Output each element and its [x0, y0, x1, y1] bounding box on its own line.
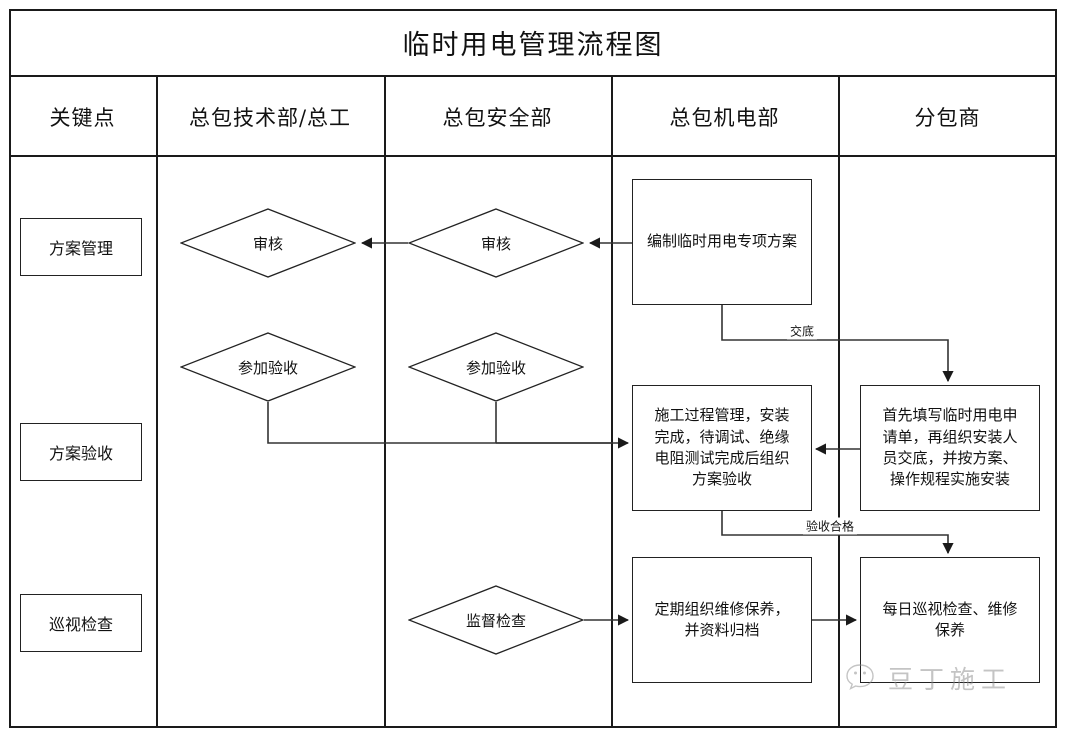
process-line: 定期组织维修保养， [654, 599, 790, 618]
column-header-mep-dept: 总包机电部 [669, 106, 780, 130]
process-line: 操作规程实施安装 [889, 470, 1010, 489]
decision-review-tech[interactable]: 审核 [180, 208, 356, 278]
decision-review-safety[interactable]: 审核 [408, 208, 584, 278]
process-text: 编制临时用电专项方案 [647, 231, 797, 252]
column-separator-3 [611, 77, 613, 728]
edge-label-acceptance-passed: 验收合格 [802, 517, 858, 535]
column-header-key-points: 关键点 [49, 106, 116, 130]
process-construction-management[interactable]: 施工过程管理，安装 完成，待调试、绝缘 电阻测试完成后组织 方案验收 [632, 385, 812, 511]
decision-join-acceptance-safety[interactable]: 参加验收 [408, 332, 584, 402]
process-line: 每日巡视检查、维修 [882, 599, 1018, 618]
diagram-title-band: 临时用电管理流程图 [9, 9, 1057, 77]
swimlane-header-row: 关键点 总包技术部/总工 总包安全部 总包机电部 分包商 [9, 77, 1057, 157]
process-line: 电阻测试完成后组织 [654, 449, 790, 467]
column-separator-4 [838, 77, 840, 728]
process-draft-plan[interactable]: 编制临时用电专项方案 [632, 179, 812, 305]
key-point-label: 方案管理 [48, 239, 113, 258]
column-header-subcontractor: 分包商 [914, 106, 981, 130]
edge-label-disclosure: 交底 [786, 322, 818, 340]
process-line: 施工过程管理，安装 [654, 406, 790, 425]
page-title: 临时用电管理流程图 [402, 29, 664, 61]
process-line: 首先填写临时用电申 [882, 406, 1018, 425]
process-line: 完成，待调试、绝缘 [654, 427, 790, 446]
column-header-tech-dept: 总包技术部/总工 [188, 106, 352, 130]
process-text: 定期组织维修保养， 并资料归档 [654, 599, 789, 642]
decision-join-acceptance-tech[interactable]: 参加验收 [180, 332, 356, 402]
process-text: 每日巡视检查、维修 保养 [882, 599, 1017, 642]
process-line: 方案验收 [691, 470, 752, 489]
process-text: 施工过程管理，安装 完成，待调试、绝缘 电阻测试完成后组织 方案验收 [654, 405, 789, 490]
process-text: 首先填写临时用电申 请单，再组织安装人 员交底，并按方案、 操作规程实施安装 [882, 405, 1017, 490]
process-line: 保养 [934, 621, 965, 639]
process-application-form[interactable]: 首先填写临时用电申 请单，再组织安装人 员交底，并按方案、 操作规程实施安装 [860, 385, 1040, 511]
process-line: 请单，再组织安装人 [882, 427, 1018, 446]
key-point-label: 巡视检查 [48, 615, 113, 634]
process-line: 员交底，并按方案、 [882, 449, 1018, 467]
column-separator-1 [156, 77, 158, 728]
key-point-plan-management[interactable]: 方案管理 [20, 218, 142, 276]
process-line: 编制临时用电专项方案 [646, 232, 797, 251]
key-point-label: 方案验收 [48, 444, 113, 463]
key-point-patrol-inspection[interactable]: 巡视检查 [20, 594, 142, 652]
column-separator-2 [384, 77, 386, 728]
decision-supervise-check[interactable]: 监督检查 [408, 585, 584, 655]
process-daily-patrol[interactable]: 每日巡视检查、维修 保养 [860, 557, 1040, 683]
column-header-safety-dept: 总包安全部 [442, 106, 553, 130]
process-periodic-maintenance[interactable]: 定期组织维修保养， 并资料归档 [632, 557, 812, 683]
process-line: 并资料归档 [684, 621, 760, 639]
key-point-plan-acceptance[interactable]: 方案验收 [20, 423, 142, 481]
